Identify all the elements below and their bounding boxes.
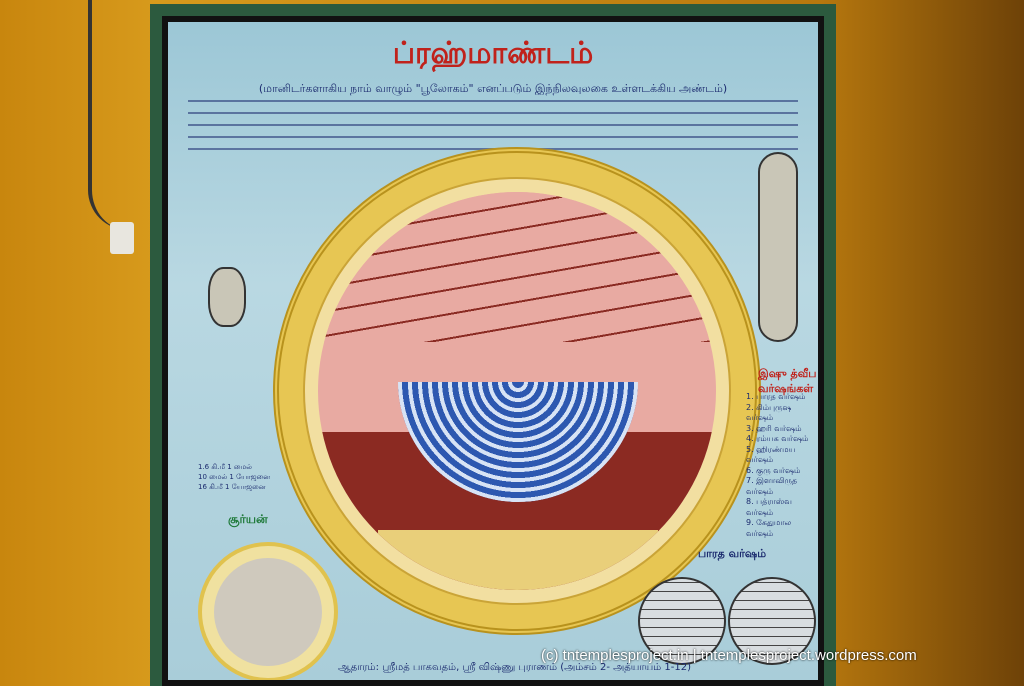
varsha-list: 1. பாரத வர்ஷம் 2. கிம்புருஷ வர்ஷம் 3. ஹர… [746,392,818,539]
legend-line: 10 மைல் 1 யோஜனை [198,473,270,481]
list-item: 2. கிம்புருஷ வர்ஷம் [746,402,792,423]
right-figure-icon [758,152,798,342]
poster: ப்ரஹ்மாண்டம் (மானிடர்களாகிய நாம் வாழும் … [150,4,836,686]
loka-bands [318,192,716,342]
varsha-heading: இஷு த்வீப வர்ஷங்கள் [758,367,817,395]
legend-line: 16 கி.மீ 1 யோஜனை [198,483,266,491]
cosmos-diagram [318,192,716,590]
list-item: 8. பத்ராஸ்வ வர்ஷம் [746,497,792,517]
sun-chariot-image [198,542,338,680]
source-citation: ஆதாரம்: ஸ்ரீமத் பாகவதம், ஸ்ரீ விஷ்ணு புர… [338,662,691,673]
list-item: 5. ஹிரண்மய வர்ஷம் [746,444,796,465]
left-figure-icon [208,267,246,327]
unit-legend: 1.6 கி.மீ 1 மைல் 10 மைல் 1 யோஜனை 16 கி.ம… [198,462,270,492]
poster-title: ப்ரஹ்மாண்டம் [392,36,594,71]
poster-subtitle: (மானிடர்களாகிய நாம் வாழும் "பூலோகம்" எனப… [258,82,728,95]
wall-switch [110,222,134,254]
globe-right-icon [728,577,816,665]
globe-left-icon [638,577,726,665]
list-item: 7. இளாவிருத வர்ஷம் [746,476,798,496]
list-item: 3. ஹரி வர்ஷம் [746,423,802,433]
watermark: (c) tntemplesproject.in | tntemplesproje… [541,647,917,664]
sun-label: சூர்யன் [228,512,268,526]
list-item: 9. கேதுமால வர்ஷம் [746,518,792,538]
bharata-label: பாரத வர்ஷம் [698,547,767,560]
wall-cable [88,0,128,230]
list-item: 4. ரம்யக வர்ஷம் [746,434,809,443]
list-item: 6. குரு வர்ஷம் [746,465,801,475]
list-item: 1. பாரத வர்ஷம் [746,392,806,401]
legend-line: 1.6 கி.மீ 1 மைல் [198,463,252,471]
description-text-block [188,100,798,152]
elephants-base [378,530,658,590]
poster-sky-background: ப்ரஹ்மாண்டம் (மானிடர்களாகிய நாம் வாழும் … [168,22,818,680]
